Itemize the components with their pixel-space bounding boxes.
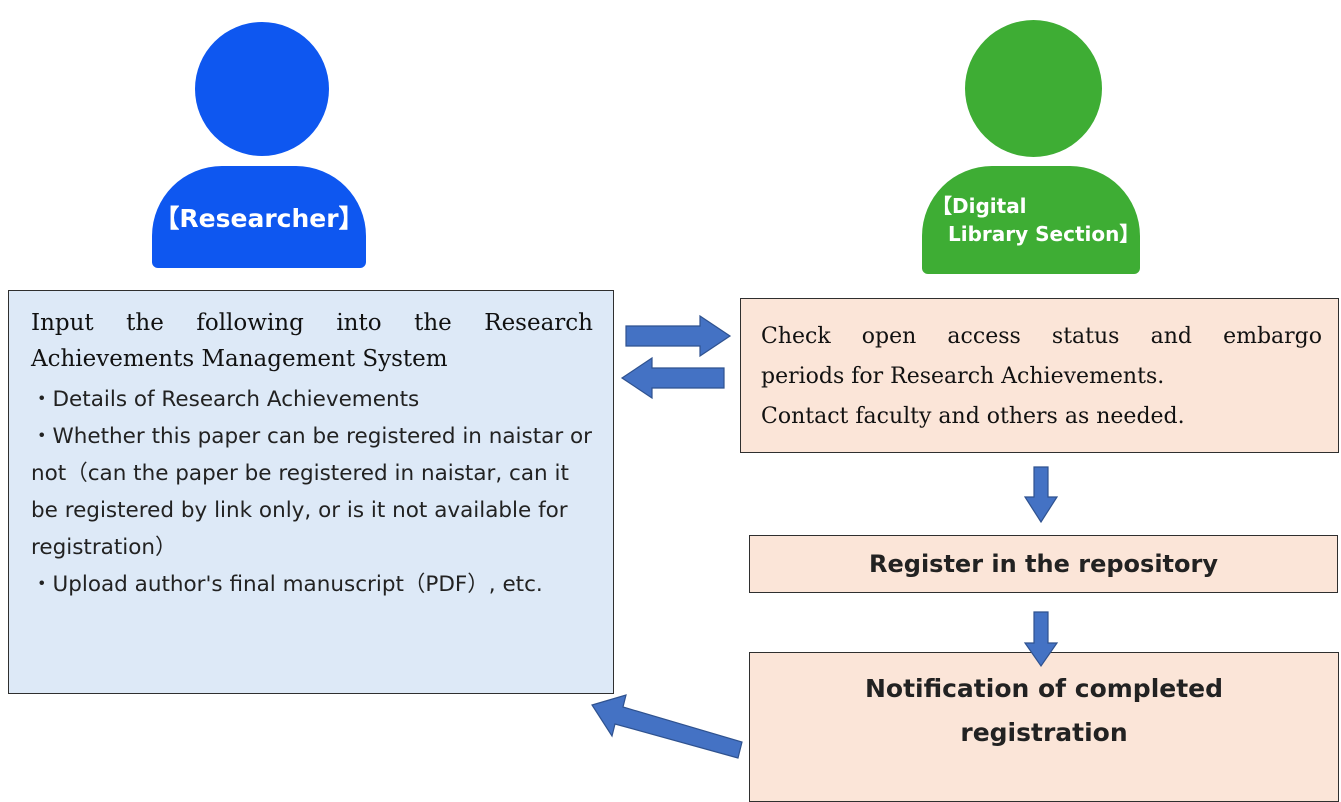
researcher-body-icon: 【Researcher】 [152, 166, 366, 268]
researcher-label: 【Researcher】 [154, 204, 364, 233]
check-box-line3: Contact faculty and others as needed. [761, 404, 1185, 429]
arrow-down-1-icon [1023, 466, 1059, 524]
library-label-line2: Library Section】 [948, 222, 1140, 246]
check-box-line1: Check open access status and embargo [761, 324, 1322, 349]
library-body-icon: 【Digital Library Section】 [922, 166, 1140, 274]
arrow-right-icon [625, 314, 732, 358]
researcher-box-item-upload: ・Upload author's final manuscript（PDF）, … [31, 572, 543, 597]
notification-box: Notification of completed registration [749, 652, 1339, 802]
researcher-box-title: Input the following into the Research Ac… [31, 310, 593, 372]
check-box-line2: periods for Research Achievements. [761, 364, 1165, 389]
check-status-box: Check open access status and embargo per… [740, 298, 1339, 453]
researcher-box-item-registration: ・Whether this paper can be registered in… [31, 424, 593, 560]
arrow-left-icon [620, 356, 725, 400]
library-head-icon [965, 20, 1102, 157]
researcher-box-item-details: ・Details of Research Achievements [31, 387, 420, 412]
researcher-head-icon [195, 22, 329, 156]
register-box-label: Register in the repository [869, 550, 1218, 578]
notify-box-line1: Notification of completed [864, 674, 1224, 703]
notify-box-line2: registration [960, 718, 1128, 747]
arrow-diagonal-icon [591, 694, 743, 759]
researcher-input-box: Input the following into the Research Ac… [8, 290, 614, 694]
register-repository-box: Register in the repository [749, 535, 1338, 593]
library-label-line1: 【Digital [932, 194, 1027, 218]
